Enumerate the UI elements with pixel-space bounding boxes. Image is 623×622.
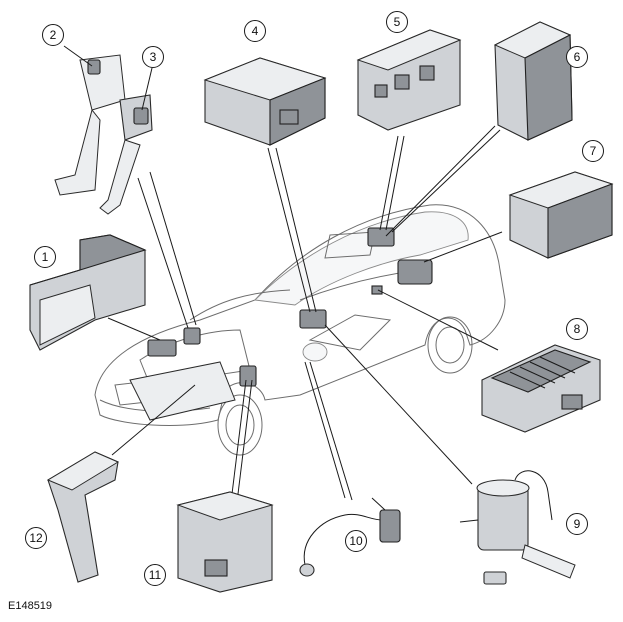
leader-lines	[107, 125, 503, 501]
component-9	[459, 470, 576, 585]
callout-9: 9	[566, 513, 588, 535]
component-8	[481, 344, 601, 433]
callout-5: 5	[386, 11, 408, 33]
callout-7: 7	[582, 140, 604, 162]
callout-1: 1	[34, 246, 56, 268]
component-12	[46, 451, 120, 583]
callout-3: 3	[142, 46, 164, 68]
callout-10: 10	[345, 530, 367, 552]
component-6	[493, 21, 573, 141]
component-10	[299, 497, 401, 577]
installed-modules	[129, 227, 433, 421]
callout-4: 4	[244, 20, 266, 42]
callout-2: 2	[42, 24, 64, 46]
component-4	[203, 57, 327, 146]
callout-8: 8	[566, 318, 588, 340]
component-7	[508, 171, 614, 259]
component-1	[29, 234, 147, 351]
callout-6: 6	[566, 46, 588, 68]
callout-11: 11	[144, 564, 166, 586]
callout-12: 12	[25, 527, 47, 549]
component-11	[176, 491, 274, 593]
component-2-3-pedals	[54, 45, 153, 215]
figure-reference: E148519	[8, 600, 53, 612]
component-5	[356, 29, 462, 131]
